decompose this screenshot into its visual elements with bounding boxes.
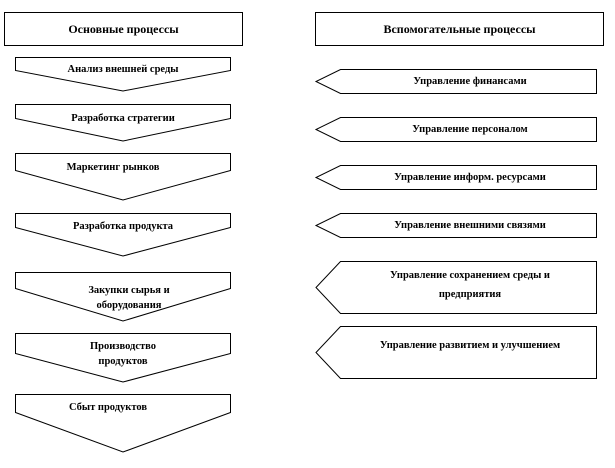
support-process-label-3: Управление информ. ресурсами bbox=[394, 172, 546, 183]
support-process-shape-3 bbox=[314, 165, 597, 190]
main-process-shape-1 bbox=[15, 57, 231, 92]
main-processes-header: Основные процессы bbox=[4, 12, 243, 46]
support-process-label-1: Управление финансами bbox=[413, 76, 527, 87]
main-process-label-2: Разработка стратегии bbox=[71, 113, 175, 124]
support-process-shape-1 bbox=[314, 69, 597, 94]
support-process-label-4: Управление внешними связями bbox=[394, 220, 546, 231]
support-process-shape-6 bbox=[315, 326, 597, 379]
support-process-label-2: Управление персоналом bbox=[412, 124, 528, 135]
main-process-shape-2 bbox=[15, 104, 231, 142]
main-process-shape-5 bbox=[15, 272, 231, 322]
support-process-label-5: Управление сохранением среды и предприят… bbox=[390, 270, 550, 300]
main-process-shape-4 bbox=[15, 213, 231, 257]
main-process-shape-7 bbox=[15, 394, 231, 453]
support-process-shape-4 bbox=[314, 213, 597, 238]
support-process-shape-5 bbox=[315, 261, 597, 314]
support-processes-header: Вспомогательные процессы bbox=[315, 12, 604, 46]
main-process-shape-6 bbox=[15, 333, 231, 383]
main-process-shape-3 bbox=[15, 153, 231, 201]
main-process-label-5: Закупки сырья и оборудования bbox=[88, 285, 170, 311]
support-process-label-6: Управление развитием и улучшением bbox=[379, 340, 561, 351]
support-process-shape-2 bbox=[314, 117, 597, 142]
main-process-label-4: Разработка продукта bbox=[72, 221, 174, 232]
main-process-label-6: Производство продуктов bbox=[89, 341, 157, 367]
main-process-label-7: Сбыт продуктов bbox=[68, 402, 148, 413]
main-process-label-3: Маркетинг рынков bbox=[66, 162, 160, 173]
main-process-label-1: Анализ внешней среды bbox=[67, 64, 179, 75]
